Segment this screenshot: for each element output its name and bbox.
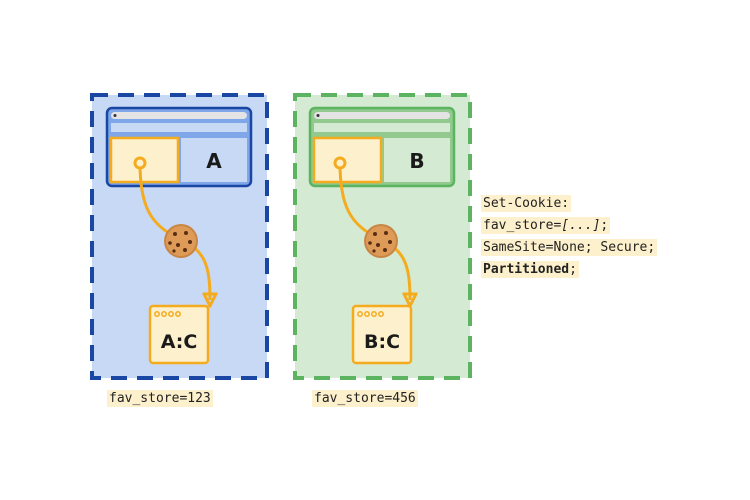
storage-label-a: A:C (161, 331, 198, 353)
partition-a (90, 93, 269, 380)
iframe-b (312, 136, 383, 184)
set-cookie-line-1: Set-Cookie: (481, 195, 572, 212)
browser-window-b (308, 106, 456, 188)
iframe-origin-dot-b (333, 156, 347, 170)
toolbar-a (111, 123, 247, 132)
storage-a (148, 304, 210, 365)
set-cookie-semicolon: ; (600, 218, 609, 233)
set-cookie-end: ; (569, 262, 577, 277)
site-label-b: B (409, 149, 424, 173)
cookie-value-b-container: fav_store=456 (312, 390, 418, 407)
storage-b (351, 304, 413, 365)
partition-b (293, 93, 472, 380)
set-cookie-header: Set-Cookie: fav_store=[...]; SameSite=No… (481, 193, 658, 281)
set-cookie-line-2: fav_store=[...]; (481, 217, 611, 234)
iframe-origin-dot-a (133, 156, 147, 170)
site-pane-b (384, 138, 450, 182)
lock-icon (113, 114, 117, 117)
partitioned-attribute: Partitioned (483, 262, 570, 277)
set-cookie-value: [...] (561, 218, 601, 233)
address-bar-a (111, 112, 247, 119)
site-label-a: A (206, 149, 222, 173)
set-cookie-line-4: Partitioned; (481, 261, 579, 278)
set-cookie-name: fav_store= (483, 218, 562, 233)
storage-label-b: B:C (364, 331, 400, 353)
cookie-icon (164, 224, 198, 258)
toolbar-b (314, 123, 450, 132)
address-bar-b (314, 112, 450, 119)
cookie-value-a: fav_store=123 (107, 390, 213, 407)
set-cookie-line-3: SameSite=None; Secure; (481, 239, 658, 256)
cookie-value-a-container: fav_store=123 (107, 390, 213, 407)
lock-icon (316, 114, 320, 117)
cookie-value-b: fav_store=456 (312, 390, 418, 407)
browser-window-a (105, 106, 253, 188)
cookie-icon (364, 224, 398, 258)
site-pane-a (181, 138, 247, 182)
